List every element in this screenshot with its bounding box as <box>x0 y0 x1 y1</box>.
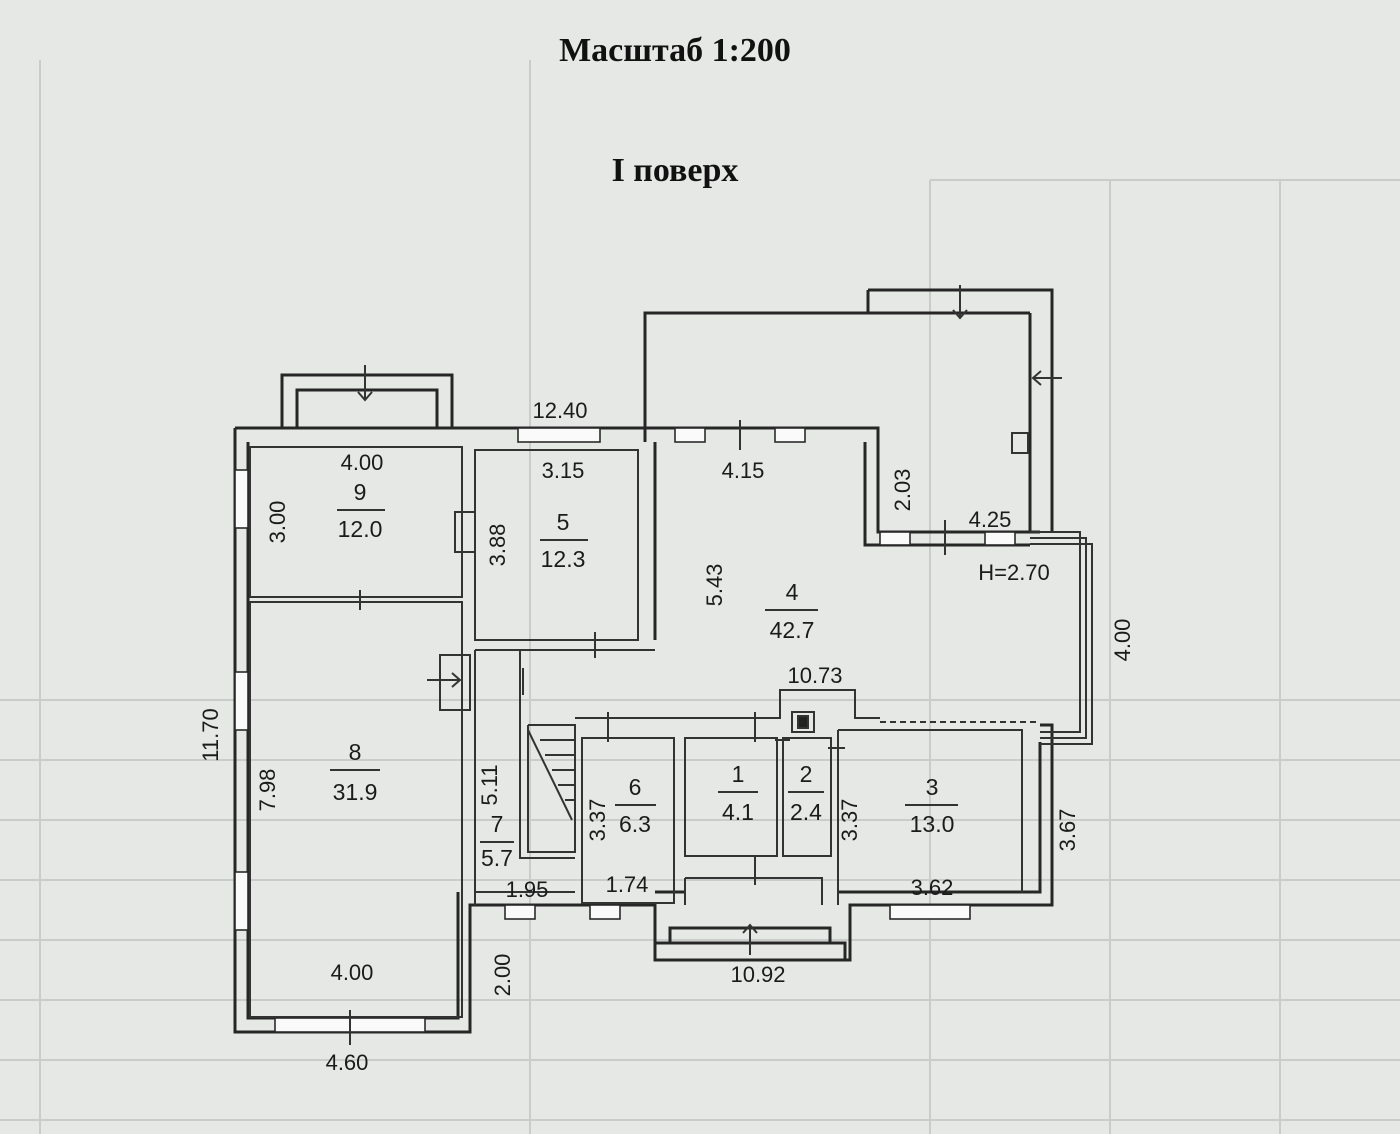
dim-room7-depth: 5.11 <box>477 764 502 805</box>
dim-room3-depth: 3.37 <box>837 799 862 842</box>
background-grid <box>0 60 1400 1134</box>
floor-title: І поверх <box>611 152 739 189</box>
room-4-number: 4 <box>786 579 799 605</box>
scale-title: Масштаб 1:200 <box>559 32 791 69</box>
room-7-number: 7 <box>491 811 504 837</box>
door-markers <box>349 285 1062 1045</box>
room-8-area: 31.9 <box>333 779 378 805</box>
room-9-area: 12.0 <box>338 516 383 542</box>
room-8-number: 8 <box>349 739 362 765</box>
dim-middle-total: 10.73 <box>787 663 842 688</box>
room-4-area: 42.7 <box>770 617 815 643</box>
dim-room9-depth: 3.00 <box>265 501 290 544</box>
dim-room5-depth: 3.88 <box>485 524 510 567</box>
dim-lower-total: 4.60 <box>326 1050 369 1075</box>
room-labels: 9 12.0 5 12.3 4 42.7 8 31.9 7 5.7 6 6.3 … <box>330 479 958 871</box>
interior-walls <box>249 446 1040 1018</box>
dim-right-depth: 4.00 <box>1110 619 1135 662</box>
dim-step-depth: 2.03 <box>890 469 915 512</box>
room-6-area: 6.3 <box>619 811 651 837</box>
room-9-number: 9 <box>354 479 367 505</box>
dim-room8-width: 4.00 <box>331 960 374 985</box>
room-2-number: 2 <box>800 761 813 787</box>
dim-room3-right: 3.67 <box>1055 809 1080 852</box>
dim-room4-depth: 5.43 <box>702 564 727 607</box>
room-3-number: 3 <box>926 774 939 800</box>
dim-room6-width: 1.74 <box>606 872 649 897</box>
dim-room4-width: 4.15 <box>722 458 765 483</box>
dim-room9-width: 4.00 <box>341 450 384 475</box>
room-7-area: 5.7 <box>481 845 513 871</box>
dim-lower-depth: 2.00 <box>490 954 515 997</box>
dimension-labels: 12.40 4.00 3.15 4.15 4.25 H=2.70 10.73 1… <box>198 398 1135 1075</box>
dim-top-total: 12.40 <box>532 398 587 423</box>
dim-height: H=2.70 <box>978 560 1050 585</box>
room-6-number: 6 <box>629 774 642 800</box>
room-3-area: 13.0 <box>910 811 955 837</box>
dim-right-width: 4.25 <box>969 507 1012 532</box>
room-1-number: 1 <box>732 761 745 787</box>
room-5-area: 12.3 <box>541 546 586 572</box>
dim-bottom-total: 10.92 <box>730 962 785 987</box>
room-5-number: 5 <box>557 509 570 535</box>
dim-room3-width: 3.62 <box>911 875 954 900</box>
room-1-area: 4.1 <box>722 799 754 825</box>
room-2-area: 2.4 <box>790 799 822 825</box>
dim-room7-width: 1.95 <box>506 877 549 902</box>
dim-room8-depth: 7.98 <box>255 769 280 812</box>
dim-room6-depth: 3.37 <box>585 799 610 842</box>
dim-left-total: 11.70 <box>198 708 223 761</box>
exterior-walls <box>233 288 1093 1034</box>
dim-room5-width: 3.15 <box>542 458 585 483</box>
